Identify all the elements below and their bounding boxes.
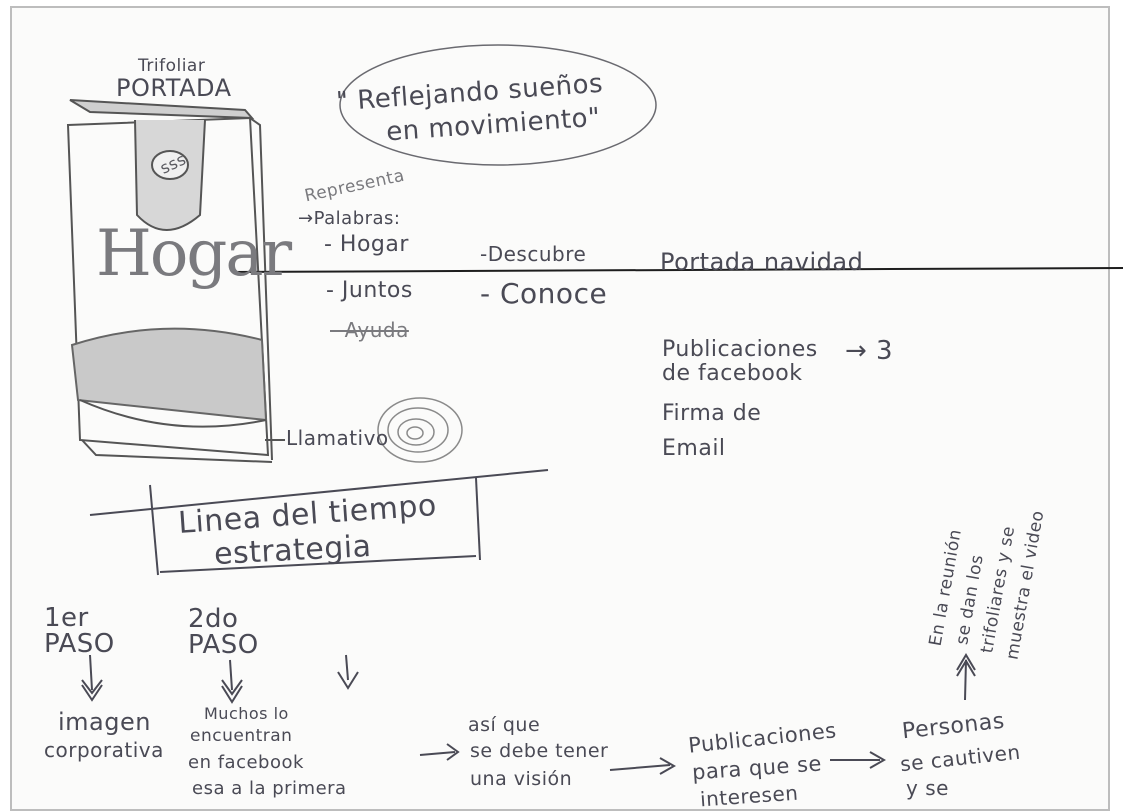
words-subtitle: →Palabras: [298, 208, 401, 229]
word-ayuda: - Ayuda [330, 318, 409, 342]
note-vision-3: una visión [470, 768, 573, 790]
note-fb-4: esa a la primera [192, 778, 347, 799]
note-fb-1: Muchos lo [204, 704, 289, 723]
vertical-note: En la reunión se dan los trifoliares y s… [902, 443, 1114, 671]
swirl-scribble [377, 397, 463, 463]
step-second: 2do PASO [188, 604, 259, 660]
deliverable-portada: Portada navidad [660, 248, 864, 276]
word-hogar: - Hogar [324, 232, 409, 257]
deliverable-firma: Firma de Email [662, 401, 762, 462]
word-juntos: - Juntos [326, 278, 413, 303]
timeline-subtitle: estrategia [213, 528, 373, 573]
note-publicaciones-3: interesen [699, 780, 800, 811]
note-corporativa: corporativa [44, 738, 164, 762]
timeline-box [89, 469, 549, 576]
slogan-oval [339, 44, 657, 166]
step-first: 1er PASO [44, 603, 115, 659]
note-fb-2: encuentran [190, 726, 293, 746]
note-vision-1: así que [468, 714, 541, 736]
note-imagen: imagen [58, 708, 151, 736]
word-descubre: -Descubre [480, 242, 587, 266]
step-arrows [81, 653, 976, 775]
pointer-line [231, 267, 1123, 273]
word-conoce: - Conoce [480, 277, 608, 310]
deliverable-count: → 3 [845, 336, 894, 366]
deliverable-publicaciones: Publicaciones de facebook [662, 337, 818, 387]
note-personas-3: y se [906, 776, 949, 800]
trifold-title: PORTADA [116, 74, 232, 102]
brochure-word: Hogar [96, 217, 292, 291]
trifold-small-title: Trifoliar [138, 56, 206, 76]
trifold-drawing [66, 99, 273, 463]
callout-llamativo: Llamativo [286, 426, 389, 450]
note-vision-2: se debe tener [470, 740, 609, 762]
note-fb-3: en facebook [188, 752, 304, 773]
